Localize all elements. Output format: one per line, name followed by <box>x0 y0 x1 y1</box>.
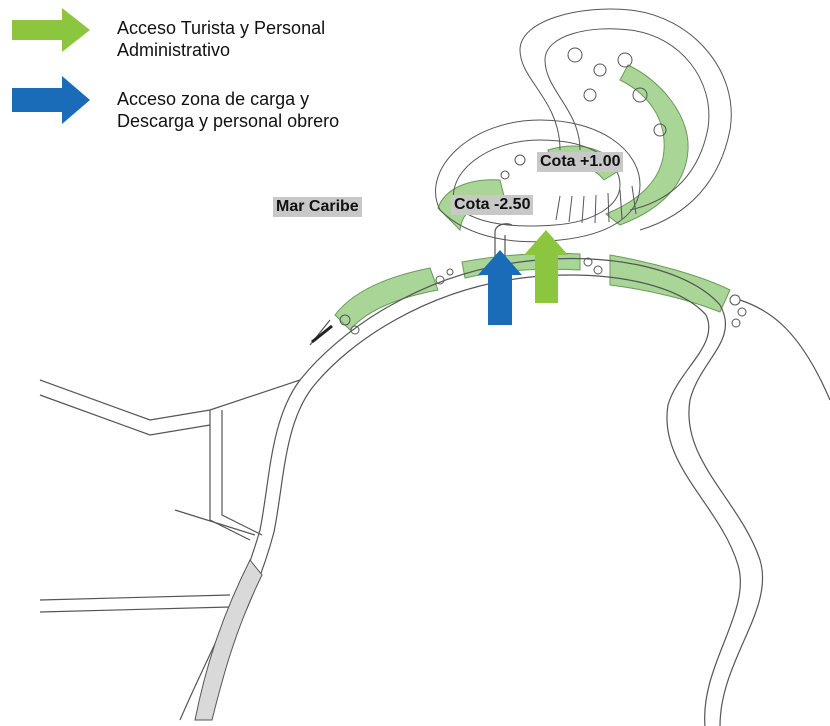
elevation-label-lower: Cota -2.50 <box>451 195 534 215</box>
green-access-arrow-icon <box>524 230 568 303</box>
dark-marker <box>311 324 333 344</box>
legend-blue-label-line1: Acceso zona de carga y <box>117 89 310 109</box>
resort-linework <box>435 8 732 243</box>
shrub-dots <box>339 257 747 335</box>
green-arrow-icon <box>12 8 90 52</box>
road-network <box>39 223 830 726</box>
legend-green-label-line1: Acceso Turista y Personal <box>117 18 326 38</box>
legend-green-label-line2: Administrativo <box>117 40 231 60</box>
legend-blue-label-line2: Descarga y personal obrero <box>117 111 340 131</box>
terrace-ribs <box>555 185 637 224</box>
elevation-label-upper: Cota +1.00 <box>537 152 624 172</box>
blue-arrow-icon <box>12 76 90 124</box>
blue-access-arrow-icon <box>478 250 522 325</box>
sea-label: Mar Caribe <box>273 197 362 217</box>
hatched-zone <box>194 559 263 721</box>
